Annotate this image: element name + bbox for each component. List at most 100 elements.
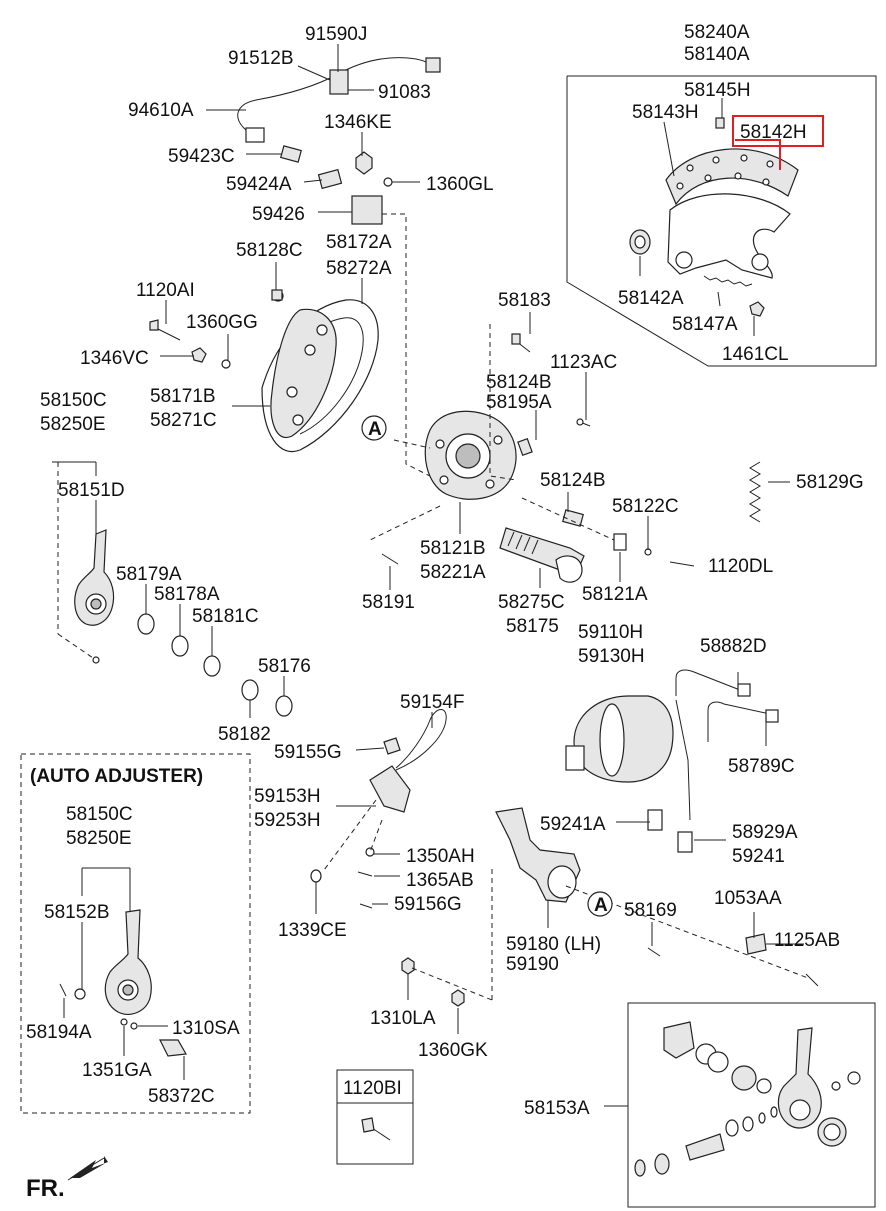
label-59241: 59241 [732, 846, 785, 867]
label-58121B: 58121B [420, 538, 486, 559]
label-59426: 59426 [252, 204, 305, 225]
camshaft-bushing [562, 509, 584, 527]
label-59424A: 59424A [226, 174, 292, 195]
bolt-1120bi-frame [336, 1069, 414, 1165]
label-1339CE: 1339CE [278, 920, 347, 941]
washer-58176 [275, 695, 293, 717]
label-1360GL: 1360GL [426, 174, 494, 195]
label-58182: 58182 [218, 724, 271, 745]
label-59253H: 59253H [254, 810, 321, 831]
label-58153A: 58153A [524, 1098, 590, 1119]
label-59110H: 59110H [578, 622, 643, 643]
label-58151D: 58151D [58, 480, 125, 501]
label-58152B: 58152B [44, 902, 110, 923]
ref-a-lower-text: A [594, 895, 608, 916]
brake-shoe-kit-frame [566, 75, 877, 367]
label-1461CL: 1461CL [722, 344, 789, 365]
auto-adjuster-title: (AUTO ADJUSTER) [30, 766, 203, 787]
label-59156G: 59156G [394, 894, 462, 915]
label-58191: 58191 [362, 592, 415, 613]
label-58183: 58183 [498, 290, 551, 311]
label-58129G: 58129G [796, 472, 864, 493]
label-58145H: 58145H [684, 80, 751, 101]
washer-58179a [137, 613, 155, 635]
air-line-58882d [675, 669, 741, 696]
label-91590J: 91590J [305, 24, 367, 45]
label-91512B: 91512B [228, 48, 294, 69]
label-58194A: 58194A [26, 1022, 92, 1043]
label-58124B-a: 58124B [486, 372, 552, 393]
sensor-bracket [351, 195, 383, 225]
label-1120BI: 1120BI [343, 1078, 402, 1099]
label-59154F: 59154F [400, 692, 464, 713]
adjuster-kit-housing [663, 1021, 695, 1059]
label-58122C: 58122C [612, 496, 679, 517]
washer-58181c [203, 655, 221, 677]
label-58195A: 58195A [486, 392, 552, 413]
washer-58178a [171, 635, 189, 657]
label-58275C: 58275C [498, 592, 565, 613]
label-1360GG: 1360GG [186, 312, 258, 333]
ref-marker-a-upper [361, 415, 387, 441]
auto-slack-adjuster [104, 909, 152, 1015]
ref-a-upper-text: A [368, 419, 382, 440]
label-1120DL: 1120DL [708, 556, 773, 577]
washer-58182 [241, 679, 259, 701]
label-58128C: 58128C [236, 240, 303, 261]
label-58140A: 58140A [684, 44, 750, 65]
label-59241A: 59241A [540, 814, 606, 835]
label-58272A: 58272A [326, 258, 392, 279]
label-1123AC: 1123AC [550, 352, 617, 373]
label-59423C: 59423C [168, 146, 235, 167]
adjuster-kit-arm [777, 1027, 822, 1129]
label-59153H: 59153H [254, 786, 321, 807]
label-58150C-auto: 58150C [66, 804, 133, 825]
ref-marker-a-lower [587, 891, 613, 917]
label-58178A: 58178A [154, 584, 220, 605]
backing-plate [270, 308, 337, 439]
label-1053AA: 1053AA [714, 888, 782, 909]
label-58882D: 58882D [700, 636, 767, 657]
label-1350AH: 1350AH [406, 846, 475, 867]
label-58169: 58169 [624, 900, 677, 921]
sensor-clip [280, 145, 302, 163]
label-58171B: 58171B [150, 386, 216, 407]
nut-1346ke [355, 151, 373, 175]
label-58142A: 58142A [618, 288, 684, 309]
label-58789C: 58789C [728, 756, 795, 777]
label-1365AB: 1365AB [406, 870, 474, 891]
label-58240A: 58240A [684, 22, 750, 43]
label-58250E-auto: 58250E [66, 828, 132, 849]
label-1346KE: 1346KE [324, 112, 392, 133]
label-58179A: 58179A [116, 564, 182, 585]
label-59155G: 59155G [274, 742, 342, 763]
label-58147A: 58147A [672, 314, 738, 335]
label-58121A: 58121A [582, 584, 648, 605]
label-58172A: 58172A [326, 232, 392, 253]
label-59180: 59180 (LH) [506, 934, 601, 955]
clamp-bracket [369, 765, 411, 813]
brake-lining [665, 148, 799, 206]
label-59130H: 59130H [578, 646, 645, 667]
label-1125AB: 1125AB [774, 930, 840, 951]
label-1346VC: 1346VC [80, 348, 149, 369]
label-59190: 59190 [506, 954, 559, 975]
label-58142H: 58142H [740, 122, 807, 143]
label-58181C: 58181C [192, 606, 259, 627]
cable-clamp [395, 709, 447, 771]
label-58143H: 58143H [632, 102, 699, 123]
cam-bracket [613, 533, 627, 551]
air-line-58789c [707, 701, 771, 742]
label-94610A: 94610A [128, 100, 194, 121]
auto-adjuster-frame [20, 753, 251, 1114]
label-58250E-top: 58250E [40, 414, 106, 435]
highlight-box-58142H [732, 115, 824, 147]
label-58372C: 58372C [148, 1086, 215, 1107]
label-1360GK: 1360GK [418, 1040, 488, 1061]
sensor-connector [425, 57, 441, 73]
label-58176: 58176 [258, 656, 311, 677]
label-1120AI: 1120AI [136, 280, 195, 301]
label-1310LA: 1310LA [370, 1008, 436, 1029]
label-58124B-b: 58124B [540, 470, 606, 491]
